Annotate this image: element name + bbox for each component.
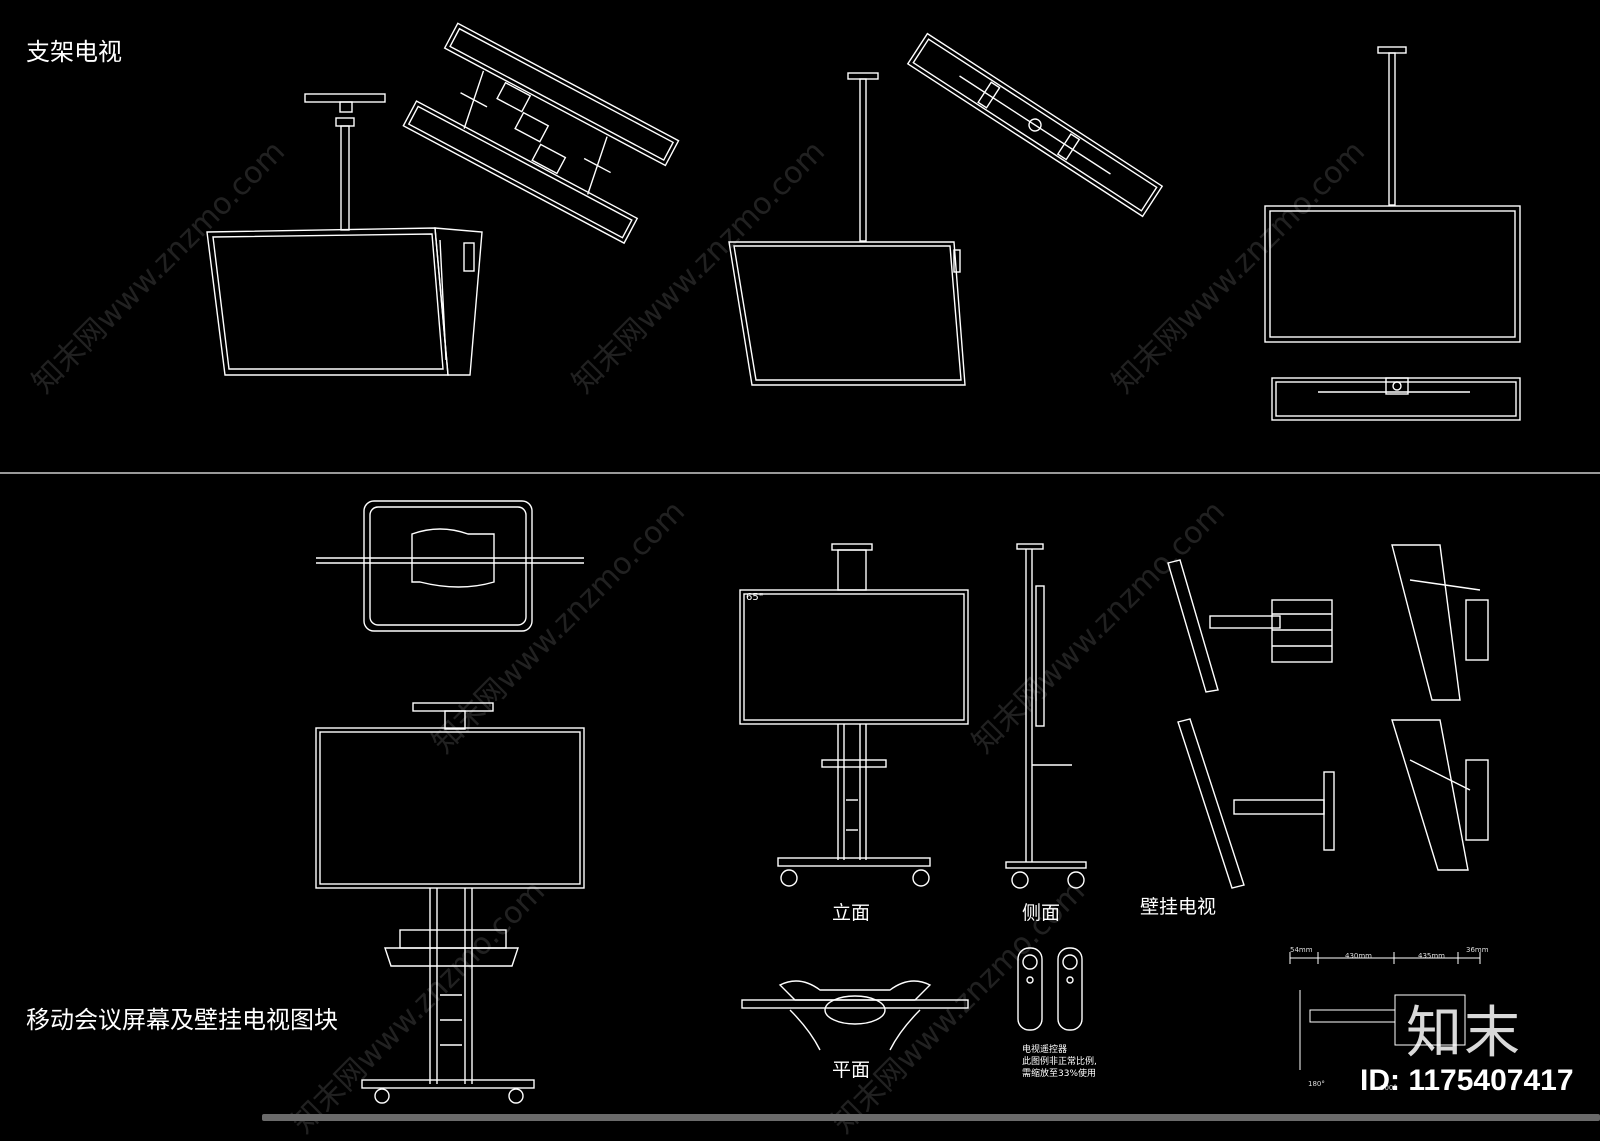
remote-note-line: 需缩放至33%使用 [1022, 1069, 1097, 1079]
dimension-label: 36mm [1466, 946, 1489, 954]
side-elevation [1005, 543, 1087, 889]
dimension-drawing [1289, 952, 1481, 1070]
bracket-detail-1 [402, 22, 680, 245]
remote-controls [1017, 947, 1083, 1031]
wall-mount-1 [1167, 559, 1333, 693]
caption-plan-view: 平面 [832, 1059, 871, 1081]
wall-mount-4 [1391, 719, 1489, 871]
dimension-label: 435mm [1418, 952, 1445, 960]
dimension-label: 300° [1380, 1084, 1397, 1092]
caption-side-view: 侧面 [1022, 902, 1061, 924]
bracket-detail-2 [906, 32, 1164, 218]
dimension-label: 54mm [1290, 946, 1313, 954]
horizontal-scrollbar[interactable] [262, 1114, 1600, 1121]
wall-mount-3 [1177, 718, 1335, 889]
remote-note-line: 电视遥控器 [1022, 1045, 1068, 1055]
cart-plan-top [316, 500, 584, 632]
screen-size-label: 65" [746, 592, 764, 603]
image-id-label: ID: 1175407417 [1360, 1064, 1574, 1097]
caption-wall-mount: 壁挂电视 [1140, 896, 1217, 918]
section-title-mobile-screen: 移动会议屏幕及壁挂电视图块 [26, 1006, 338, 1034]
ceiling-tv-2 [728, 72, 966, 386]
watermark-logo: 知末 [1406, 1001, 1522, 1066]
caption-front-view: 立面 [832, 902, 871, 924]
wall-mount-2 [1391, 544, 1489, 701]
remote-note: 电视遥控器 此图例非正常比例, 需缩放至33%使用 [1022, 1044, 1097, 1080]
ceiling-tv-3 [1264, 46, 1521, 421]
front-elevation [739, 543, 969, 887]
section-title-ceiling-tv: 支架电视 [26, 38, 122, 66]
plan-view [741, 980, 969, 1051]
remote-note-line: 此图例非正常比例, [1022, 1057, 1097, 1067]
cart-elevation-large [315, 702, 585, 1104]
dimension-label: 430mm [1345, 952, 1372, 960]
ceiling-tv-1 [206, 93, 483, 376]
dimension-label: 180° [1308, 1080, 1325, 1088]
